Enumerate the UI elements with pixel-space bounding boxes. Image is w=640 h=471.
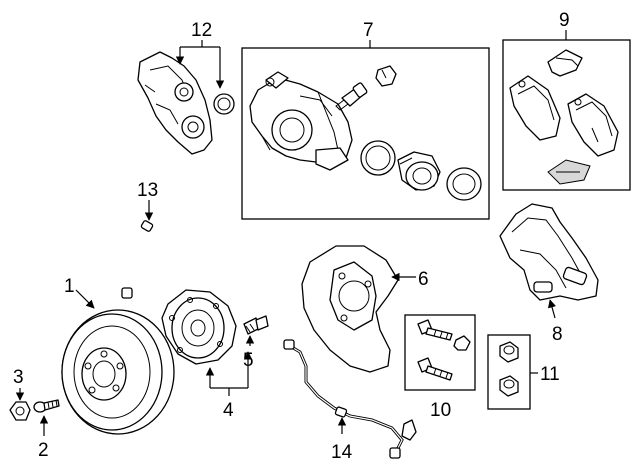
bolt-lower-part bbox=[417, 357, 453, 381]
bleeder-screw-part bbox=[335, 82, 368, 111]
bushing-upper-part bbox=[499, 341, 519, 363]
callout-10: 10 bbox=[430, 400, 451, 421]
brake-rotor-part bbox=[61, 309, 175, 435]
brake-pad-left-part bbox=[509, 75, 561, 141]
brake-pad-right-part bbox=[567, 93, 619, 157]
callout-4: 4 bbox=[223, 400, 234, 421]
wheel-stud-part bbox=[243, 315, 269, 335]
callout-12: 12 bbox=[191, 20, 212, 41]
lug-nut-part bbox=[9, 401, 31, 421]
callout-3: 3 bbox=[13, 367, 24, 388]
bolt-upper-part bbox=[417, 319, 453, 341]
rotor-screw-part bbox=[33, 399, 60, 413]
bushing-lower-part bbox=[499, 375, 519, 397]
piston-seal-part bbox=[360, 140, 396, 176]
callout-1: 1 bbox=[64, 276, 75, 297]
callout-8: 8 bbox=[552, 324, 563, 345]
bushing-kit-frame bbox=[487, 334, 531, 410]
callout-13: 13 bbox=[137, 180, 158, 201]
pad-clip-upper-part bbox=[547, 49, 583, 77]
bleeder-cap-part bbox=[375, 65, 397, 87]
callout-9: 9 bbox=[559, 10, 570, 31]
caliper-seal-ring-part bbox=[213, 93, 235, 115]
callout-14: 14 bbox=[331, 442, 353, 463]
caliper-bracket-part bbox=[137, 51, 213, 155]
callout-5: 5 bbox=[243, 350, 254, 371]
pad-clip-lower-part bbox=[547, 159, 591, 185]
bolt-kit-frame bbox=[404, 314, 476, 391]
callout-11: 11 bbox=[540, 364, 560, 385]
hub-bearing-part bbox=[161, 289, 237, 365]
callout-2: 2 bbox=[38, 440, 49, 461]
callout-7: 7 bbox=[363, 20, 374, 41]
callout-1-arrow bbox=[75, 289, 95, 309]
caliper-support-part bbox=[499, 203, 599, 301]
splash-shield-part bbox=[301, 245, 399, 373]
piston-boot-part bbox=[446, 167, 482, 201]
abs-sensor-part bbox=[283, 339, 417, 459]
piston-part bbox=[397, 151, 441, 191]
callout-8-arrow bbox=[547, 299, 557, 319]
caliper-kit-frame bbox=[241, 47, 490, 220]
brake-hose-part bbox=[121, 220, 158, 299]
callout-6: 6 bbox=[418, 269, 429, 290]
nut-upper-part bbox=[453, 335, 471, 351]
caliper-housing-part bbox=[249, 71, 353, 171]
